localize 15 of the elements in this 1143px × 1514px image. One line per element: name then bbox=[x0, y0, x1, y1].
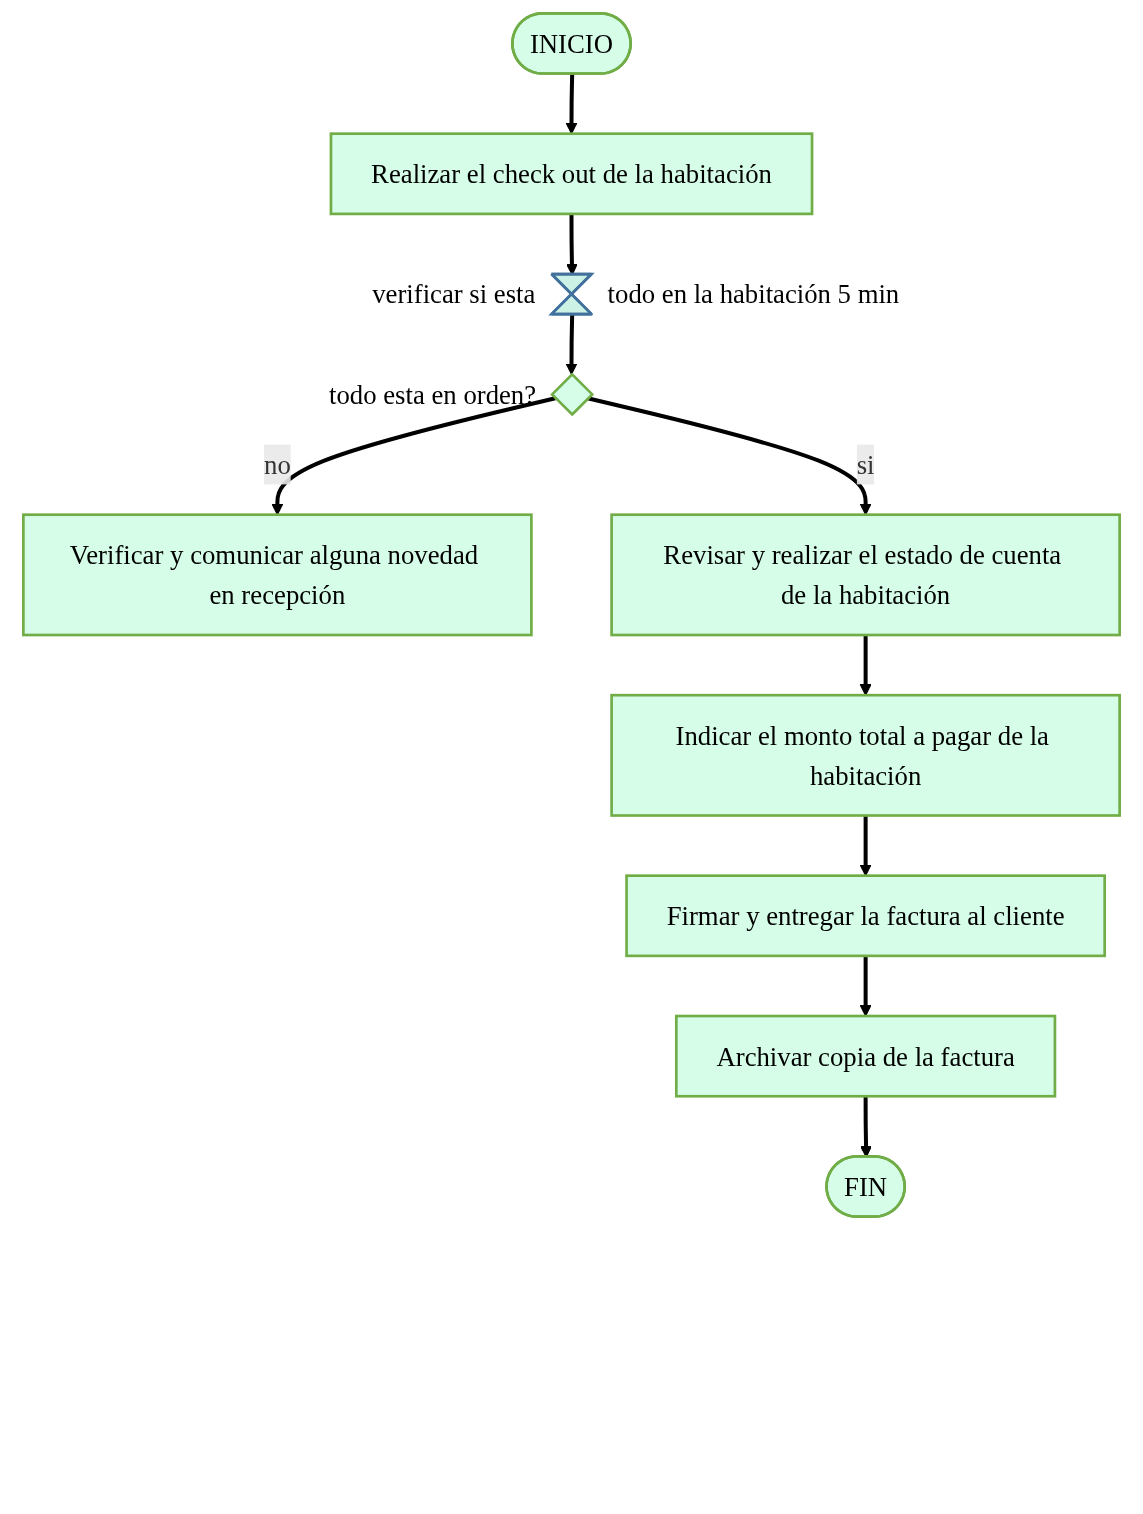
node-caption: todo en la habitación 5 min bbox=[607, 279, 900, 310]
edge-label: no bbox=[264, 449, 291, 480]
edge-label: si bbox=[856, 449, 875, 480]
node-caption: verificar si esta bbox=[372, 279, 536, 310]
node-box: Revisar y realizar el estado de cuenta de la habitación bbox=[610, 513, 1121, 637]
node-box: Realizar el check out de la habitación bbox=[329, 132, 814, 216]
node-box: Firmar y entregar la factura al cliente bbox=[625, 874, 1106, 958]
node-diamond bbox=[550, 372, 595, 417]
arrow bbox=[859, 635, 872, 696]
arrow bbox=[565, 314, 578, 375]
node-box: Archivar copia de la factura bbox=[674, 1014, 1057, 1098]
node-box: Verificar y comunicar alguna novedad en recepción bbox=[22, 513, 533, 637]
node-caption: todo esta en orden? bbox=[329, 379, 537, 410]
arrow bbox=[859, 955, 872, 1017]
node-box: Indicar el monto total a pagar de la habitación bbox=[610, 693, 1121, 817]
